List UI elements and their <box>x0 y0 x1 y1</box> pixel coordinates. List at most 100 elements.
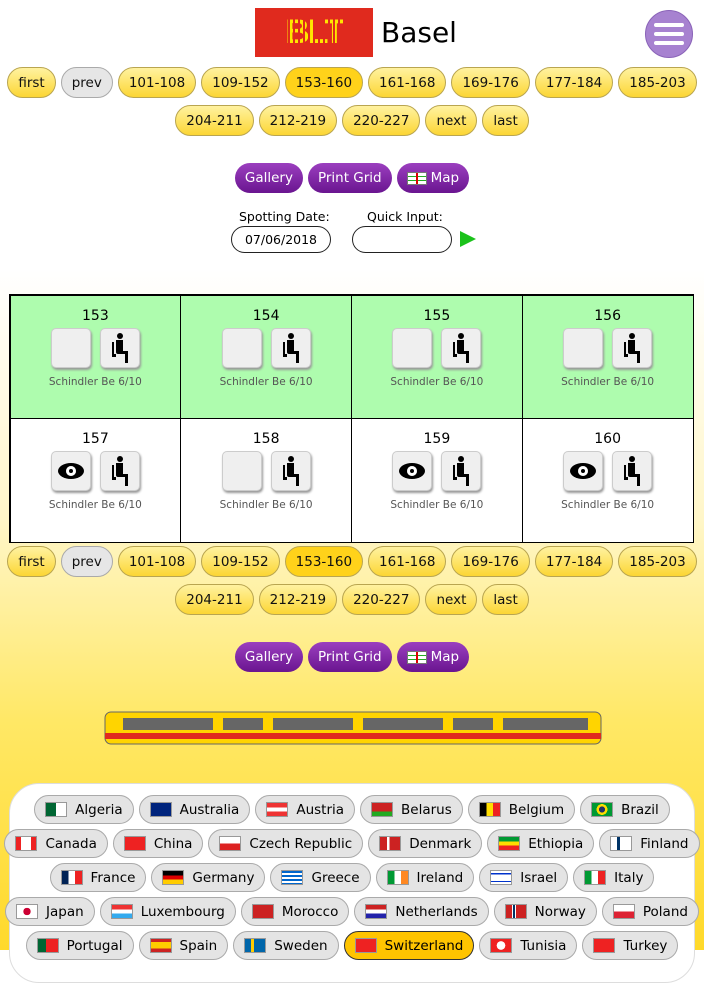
country-label: Finland <box>640 835 689 852</box>
quick-input-field[interactable] <box>352 226 452 253</box>
nav-109-152[interactable]: 109-152 <box>201 67 280 98</box>
ridden-seat-button[interactable] <box>612 451 653 491</box>
nav-185-203[interactable]: 185-203 <box>618 67 697 98</box>
nav-220-227[interactable]: 220-227 <box>342 584 421 615</box>
nav-177-184[interactable]: 177-184 <box>534 546 614 577</box>
nav-prev[interactable]: prev <box>60 546 113 577</box>
nav-153-160[interactable]: 153-160 <box>284 67 364 98</box>
country-norway[interactable]: Norway <box>493 897 597 926</box>
nav-204-211[interactable]: 204-211 <box>175 584 254 615</box>
seen-toggle-button[interactable] <box>221 451 262 491</box>
nav-last[interactable]: last <box>482 584 529 615</box>
nav-101-108[interactable]: 101-108 <box>117 546 197 577</box>
flag-tunisia-icon <box>490 938 513 953</box>
country-luxembourg[interactable]: Luxembourg <box>99 897 236 926</box>
country-greece[interactable]: Greece <box>270 863 371 892</box>
country-brazil[interactable]: Brazil <box>580 795 670 824</box>
ridden-seat-button[interactable] <box>612 327 653 368</box>
nav-first[interactable]: first <box>7 67 56 98</box>
spotting-date-input[interactable]: 07/06/2018 <box>231 226 331 253</box>
nav-169-176[interactable]: 169-176 <box>451 546 530 577</box>
country-italy[interactable]: Italy <box>573 863 655 892</box>
ridden-seat-button[interactable] <box>270 327 311 368</box>
seen-toggle-button[interactable] <box>50 327 91 368</box>
seen-eye-button[interactable] <box>50 451 91 491</box>
nav-153-160[interactable]: 153-160 <box>284 546 364 577</box>
seen-toggle-button[interactable] <box>392 327 433 368</box>
country-label: Belarus <box>401 801 452 818</box>
country-portugal[interactable]: Portugal <box>25 931 134 960</box>
seen-toggle-button[interactable] <box>563 327 604 368</box>
nav-185-203[interactable]: 185-203 <box>618 546 697 577</box>
ridden-seat-button[interactable] <box>441 451 482 491</box>
map-button[interactable]: Map <box>396 163 470 193</box>
nav-109-152[interactable]: 109-152 <box>201 546 280 577</box>
gallery-button[interactable]: Gallery <box>234 163 303 193</box>
country-israel[interactable]: Israel <box>479 863 569 892</box>
country-australia[interactable]: Australia <box>138 795 251 824</box>
country-ethiopia[interactable]: Ethiopia <box>487 829 595 858</box>
ridden-seat-button[interactable] <box>270 451 311 491</box>
country-belarus[interactable]: Belarus <box>360 795 463 824</box>
hamburger-menu-button[interactable] <box>645 10 693 58</box>
nav-next[interactable]: next <box>425 105 478 136</box>
vehicle-number: 154 <box>252 307 280 324</box>
blt-logo[interactable]: BLT <box>255 8 373 57</box>
print-grid-button[interactable]: Print Grid <box>307 163 392 193</box>
country-tunisia[interactable]: Tunisia <box>479 931 578 960</box>
vehicle-model: Schindler Be 6/10 <box>219 375 313 388</box>
country-algeria[interactable]: Algeria <box>34 795 134 824</box>
country-label: Australia <box>179 801 240 818</box>
nav-177-184[interactable]: 177-184 <box>534 67 614 98</box>
seen-toggle-button[interactable] <box>221 327 262 368</box>
country-germany[interactable]: Germany <box>151 863 266 892</box>
country-turkey[interactable]: Turkey <box>582 931 679 960</box>
nav-101-108[interactable]: 101-108 <box>117 67 197 98</box>
gallery-button[interactable]: Gallery <box>234 642 303 672</box>
nav-prev[interactable]: prev <box>60 67 113 98</box>
country-france[interactable]: France <box>49 863 147 892</box>
flag-japan-icon <box>16 904 39 919</box>
country-finland[interactable]: Finland <box>599 829 700 858</box>
ridden-seat-button[interactable] <box>441 327 482 368</box>
country-morocco[interactable]: Morocco <box>240 897 350 926</box>
country-poland[interactable]: Poland <box>601 897 699 926</box>
country-netherlands[interactable]: Netherlands <box>354 897 489 926</box>
nav-161-168[interactable]: 161-168 <box>368 546 447 577</box>
go-arrow-icon[interactable] <box>460 231 476 247</box>
country-label: Luxembourg <box>140 903 225 920</box>
country-japan[interactable]: Japan <box>5 897 95 926</box>
country-sweden[interactable]: Sweden <box>233 931 339 960</box>
ridden-seat-button[interactable] <box>99 451 140 491</box>
country-belgium[interactable]: Belgium <box>467 795 576 824</box>
nav-next[interactable]: next <box>425 584 478 615</box>
print-grid-button[interactable]: Print Grid <box>307 642 392 672</box>
nav-169-176[interactable]: 169-176 <box>451 67 530 98</box>
nav-212-219[interactable]: 212-219 <box>258 584 338 615</box>
country-switzerland[interactable]: Switzerland <box>343 931 475 960</box>
nav-161-168[interactable]: 161-168 <box>368 67 447 98</box>
country-ireland[interactable]: Ireland <box>375 863 475 892</box>
map-button[interactable]: Map <box>396 642 470 672</box>
nav-204-211[interactable]: 204-211 <box>175 105 254 136</box>
country-austria[interactable]: Austria <box>255 795 356 824</box>
nav-212-219[interactable]: 212-219 <box>258 105 338 136</box>
flag-spain-icon <box>149 938 172 953</box>
seen-eye-button[interactable] <box>392 451 433 491</box>
country-denmark[interactable]: Denmark <box>368 829 483 858</box>
vehicle-icons <box>563 451 653 491</box>
ridden-seat-button[interactable] <box>99 327 140 368</box>
seen-eye-button[interactable] <box>563 451 604 491</box>
country-spain[interactable]: Spain <box>138 931 229 960</box>
country-canada[interactable]: Canada <box>4 829 108 858</box>
nav-last[interactable]: last <box>482 105 529 136</box>
nav-first[interactable]: first <box>7 546 56 577</box>
country-czech-republic[interactable]: Czech Republic <box>208 829 364 858</box>
nav-220-227[interactable]: 220-227 <box>342 105 421 136</box>
country-china[interactable]: China <box>112 829 204 858</box>
seated-person-icon <box>282 456 299 486</box>
